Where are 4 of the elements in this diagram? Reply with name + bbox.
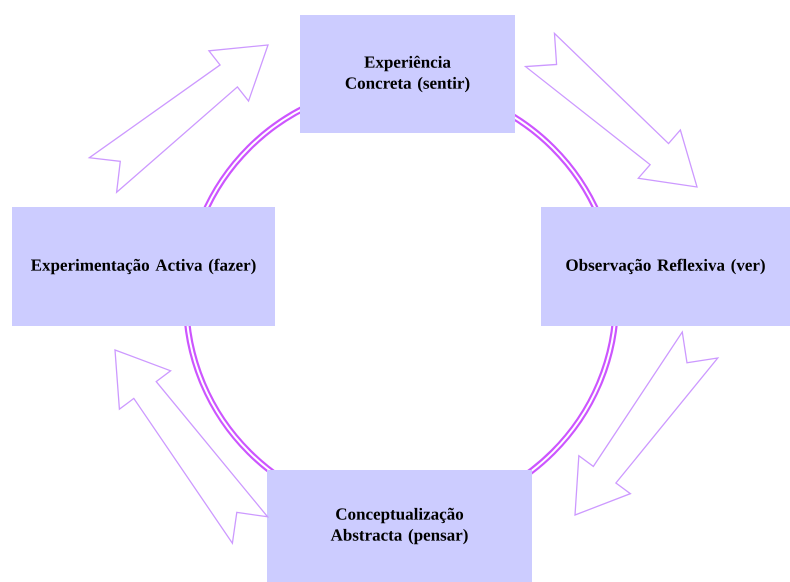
stage-box: Experimentação Activa (fazer): [12, 207, 275, 326]
stage-box: Conceptualização Abstracta (pensar): [267, 470, 532, 582]
stage-box: Observação Reflexiva (ver): [541, 207, 790, 326]
stage-box: Experiência Concreta (sentir): [300, 15, 515, 133]
